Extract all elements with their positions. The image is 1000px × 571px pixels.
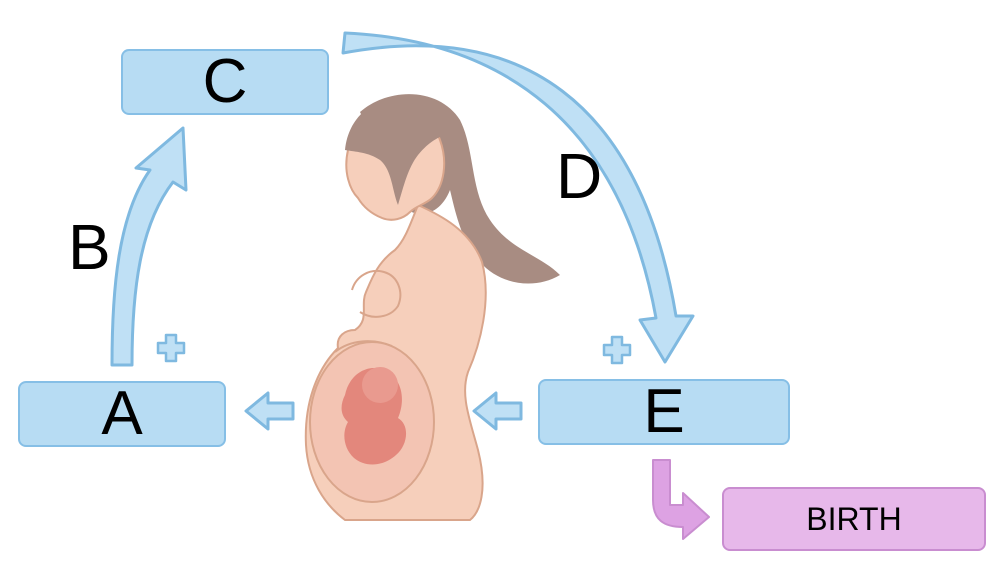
hair-front <box>345 95 458 205</box>
box-c: C <box>121 49 329 115</box>
arrow-label-b: B <box>68 211 111 283</box>
left-arrow-icon <box>244 391 295 431</box>
arrow-label-d: D <box>556 140 603 212</box>
box-birth: BIRTH <box>722 487 986 551</box>
box-e: E <box>538 379 790 445</box>
curved-arrow-down-icon <box>341 31 695 364</box>
box-a-label: A <box>101 379 143 448</box>
box-c-label: C <box>202 47 248 116</box>
plus-icon <box>156 333 186 363</box>
pregnant-woman-illustration <box>304 94 560 521</box>
left-arrow-icon <box>472 391 523 431</box>
box-a: A <box>18 381 226 447</box>
bent-arrow-icon <box>652 459 710 540</box>
box-e-label: E <box>643 377 685 446</box>
curved-arrow-up-icon <box>110 126 188 367</box>
box-birth-label: BIRTH <box>806 501 902 537</box>
plus-icon <box>602 335 632 365</box>
